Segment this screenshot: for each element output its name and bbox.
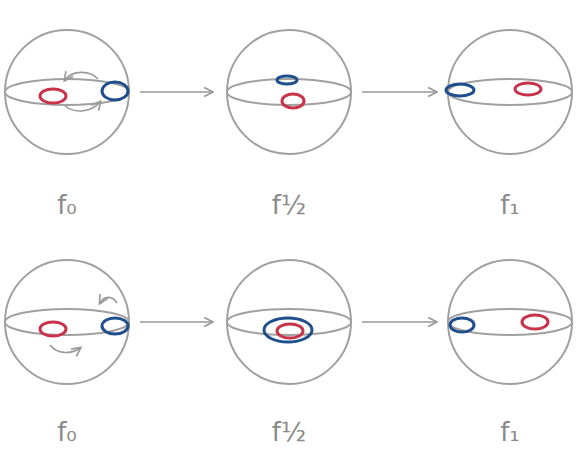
function-label: f½ (272, 192, 306, 218)
function-label: f½ (272, 419, 306, 445)
function-label: f₁ (500, 419, 520, 445)
function-label: f₀ (57, 419, 77, 445)
function-label: f₀ (57, 192, 77, 218)
function-label: f₁ (500, 192, 520, 218)
